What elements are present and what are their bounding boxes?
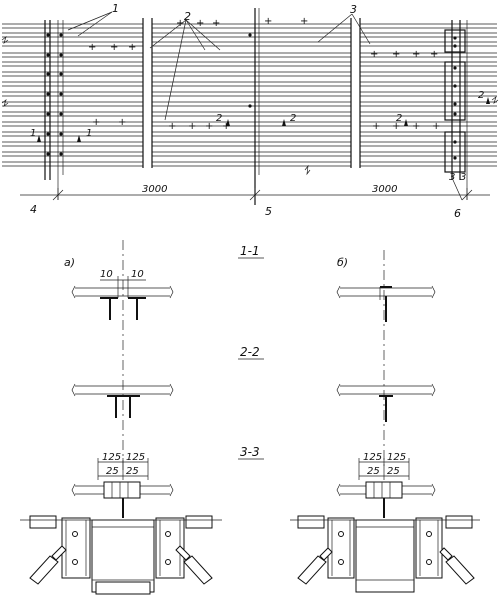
svg-text:+: + xyxy=(412,49,420,60)
callout-leaders xyxy=(67,11,463,201)
dimension-line xyxy=(20,188,490,201)
callout-6: 6 xyxy=(454,207,461,220)
svg-text:+: + xyxy=(110,42,118,53)
svg-text:+: + xyxy=(392,121,400,132)
offset-a-3: 25 xyxy=(106,466,119,477)
callout-2: 2 xyxy=(184,10,191,23)
plank-lines xyxy=(2,23,497,167)
svg-text:+: + xyxy=(212,18,220,29)
gap-left-dim: 10 xyxy=(100,269,113,280)
section-mark-1a: 1 xyxy=(30,128,36,139)
dimension-right: 3000 xyxy=(372,184,397,195)
section-2-title: 2-2 xyxy=(240,345,260,359)
callout-1: 1 xyxy=(112,2,119,15)
callout-5: 5 xyxy=(265,205,272,218)
offset-a-1: 125 xyxy=(102,452,121,463)
plus-marks: + + + + + + + + + + + + + + + + + + + + + + xyxy=(88,16,440,132)
callout-4: 4 xyxy=(30,203,37,216)
offset-b-3: 25 xyxy=(367,466,380,477)
svg-text:+: + xyxy=(222,121,230,132)
plan-view: + + + + + + + + + + + + + + + + + + + + + + xyxy=(1,2,499,220)
svg-text:+: + xyxy=(264,16,272,27)
svg-text:+: + xyxy=(300,16,308,27)
svg-text:+: + xyxy=(176,18,184,29)
section-mark-2c: 2 xyxy=(396,113,402,124)
svg-text:+: + xyxy=(370,49,378,60)
svg-text:+: + xyxy=(372,121,380,132)
gap-right-dim: 10 xyxy=(131,269,144,280)
section-mark-2a: 2 xyxy=(216,113,222,124)
svg-text:+: + xyxy=(188,121,196,132)
svg-text:+: + xyxy=(432,121,440,132)
dimension-left: 3000 xyxy=(142,184,167,195)
section-arrows xyxy=(37,97,490,142)
section-mark-2d: 2 xyxy=(478,90,484,101)
section-mark-2b: 2 xyxy=(290,113,296,124)
section-mark-3a: 3 xyxy=(449,172,455,183)
svg-text:+: + xyxy=(430,49,438,60)
splice-plates xyxy=(444,29,466,173)
offset-a-4: 25 xyxy=(126,466,139,477)
svg-text:+: + xyxy=(392,49,400,60)
svg-text:+: + xyxy=(88,42,96,53)
section-2-b xyxy=(336,383,436,422)
svg-text:+: + xyxy=(412,121,420,132)
bolt-dots xyxy=(46,33,457,160)
section-1-a: 10 10 xyxy=(71,269,174,320)
offset-b-2: 125 xyxy=(387,452,406,463)
section-3-b: 125 125 25 25 xyxy=(290,452,480,593)
svg-text:+: + xyxy=(168,121,176,132)
svg-text:+: + xyxy=(118,117,126,128)
section-1-title: 1-1 xyxy=(240,244,260,258)
svg-text:+: + xyxy=(196,18,204,29)
svg-text:+: + xyxy=(205,121,213,132)
callout-3: 3 xyxy=(350,3,357,16)
break-marks xyxy=(1,36,499,176)
offset-b-1: 125 xyxy=(363,452,382,463)
axis-lines xyxy=(122,240,385,470)
section-3-title: 3-3 xyxy=(240,445,260,459)
section-1-b xyxy=(336,285,436,322)
svg-text:+: + xyxy=(92,117,100,128)
section-3-a: 125 125 25 25 xyxy=(20,452,222,595)
offset-a-2: 125 xyxy=(126,452,145,463)
offset-b-4: 25 xyxy=(387,466,400,477)
beam-lines xyxy=(44,8,468,205)
section-mark-3b: 3 xyxy=(460,172,466,183)
section-2-a xyxy=(71,383,174,418)
section-mark-1b: 1 xyxy=(86,128,92,139)
variant-a-label: а) xyxy=(64,256,75,269)
svg-text:+: + xyxy=(128,42,136,53)
variant-b-label: б) xyxy=(337,256,348,269)
